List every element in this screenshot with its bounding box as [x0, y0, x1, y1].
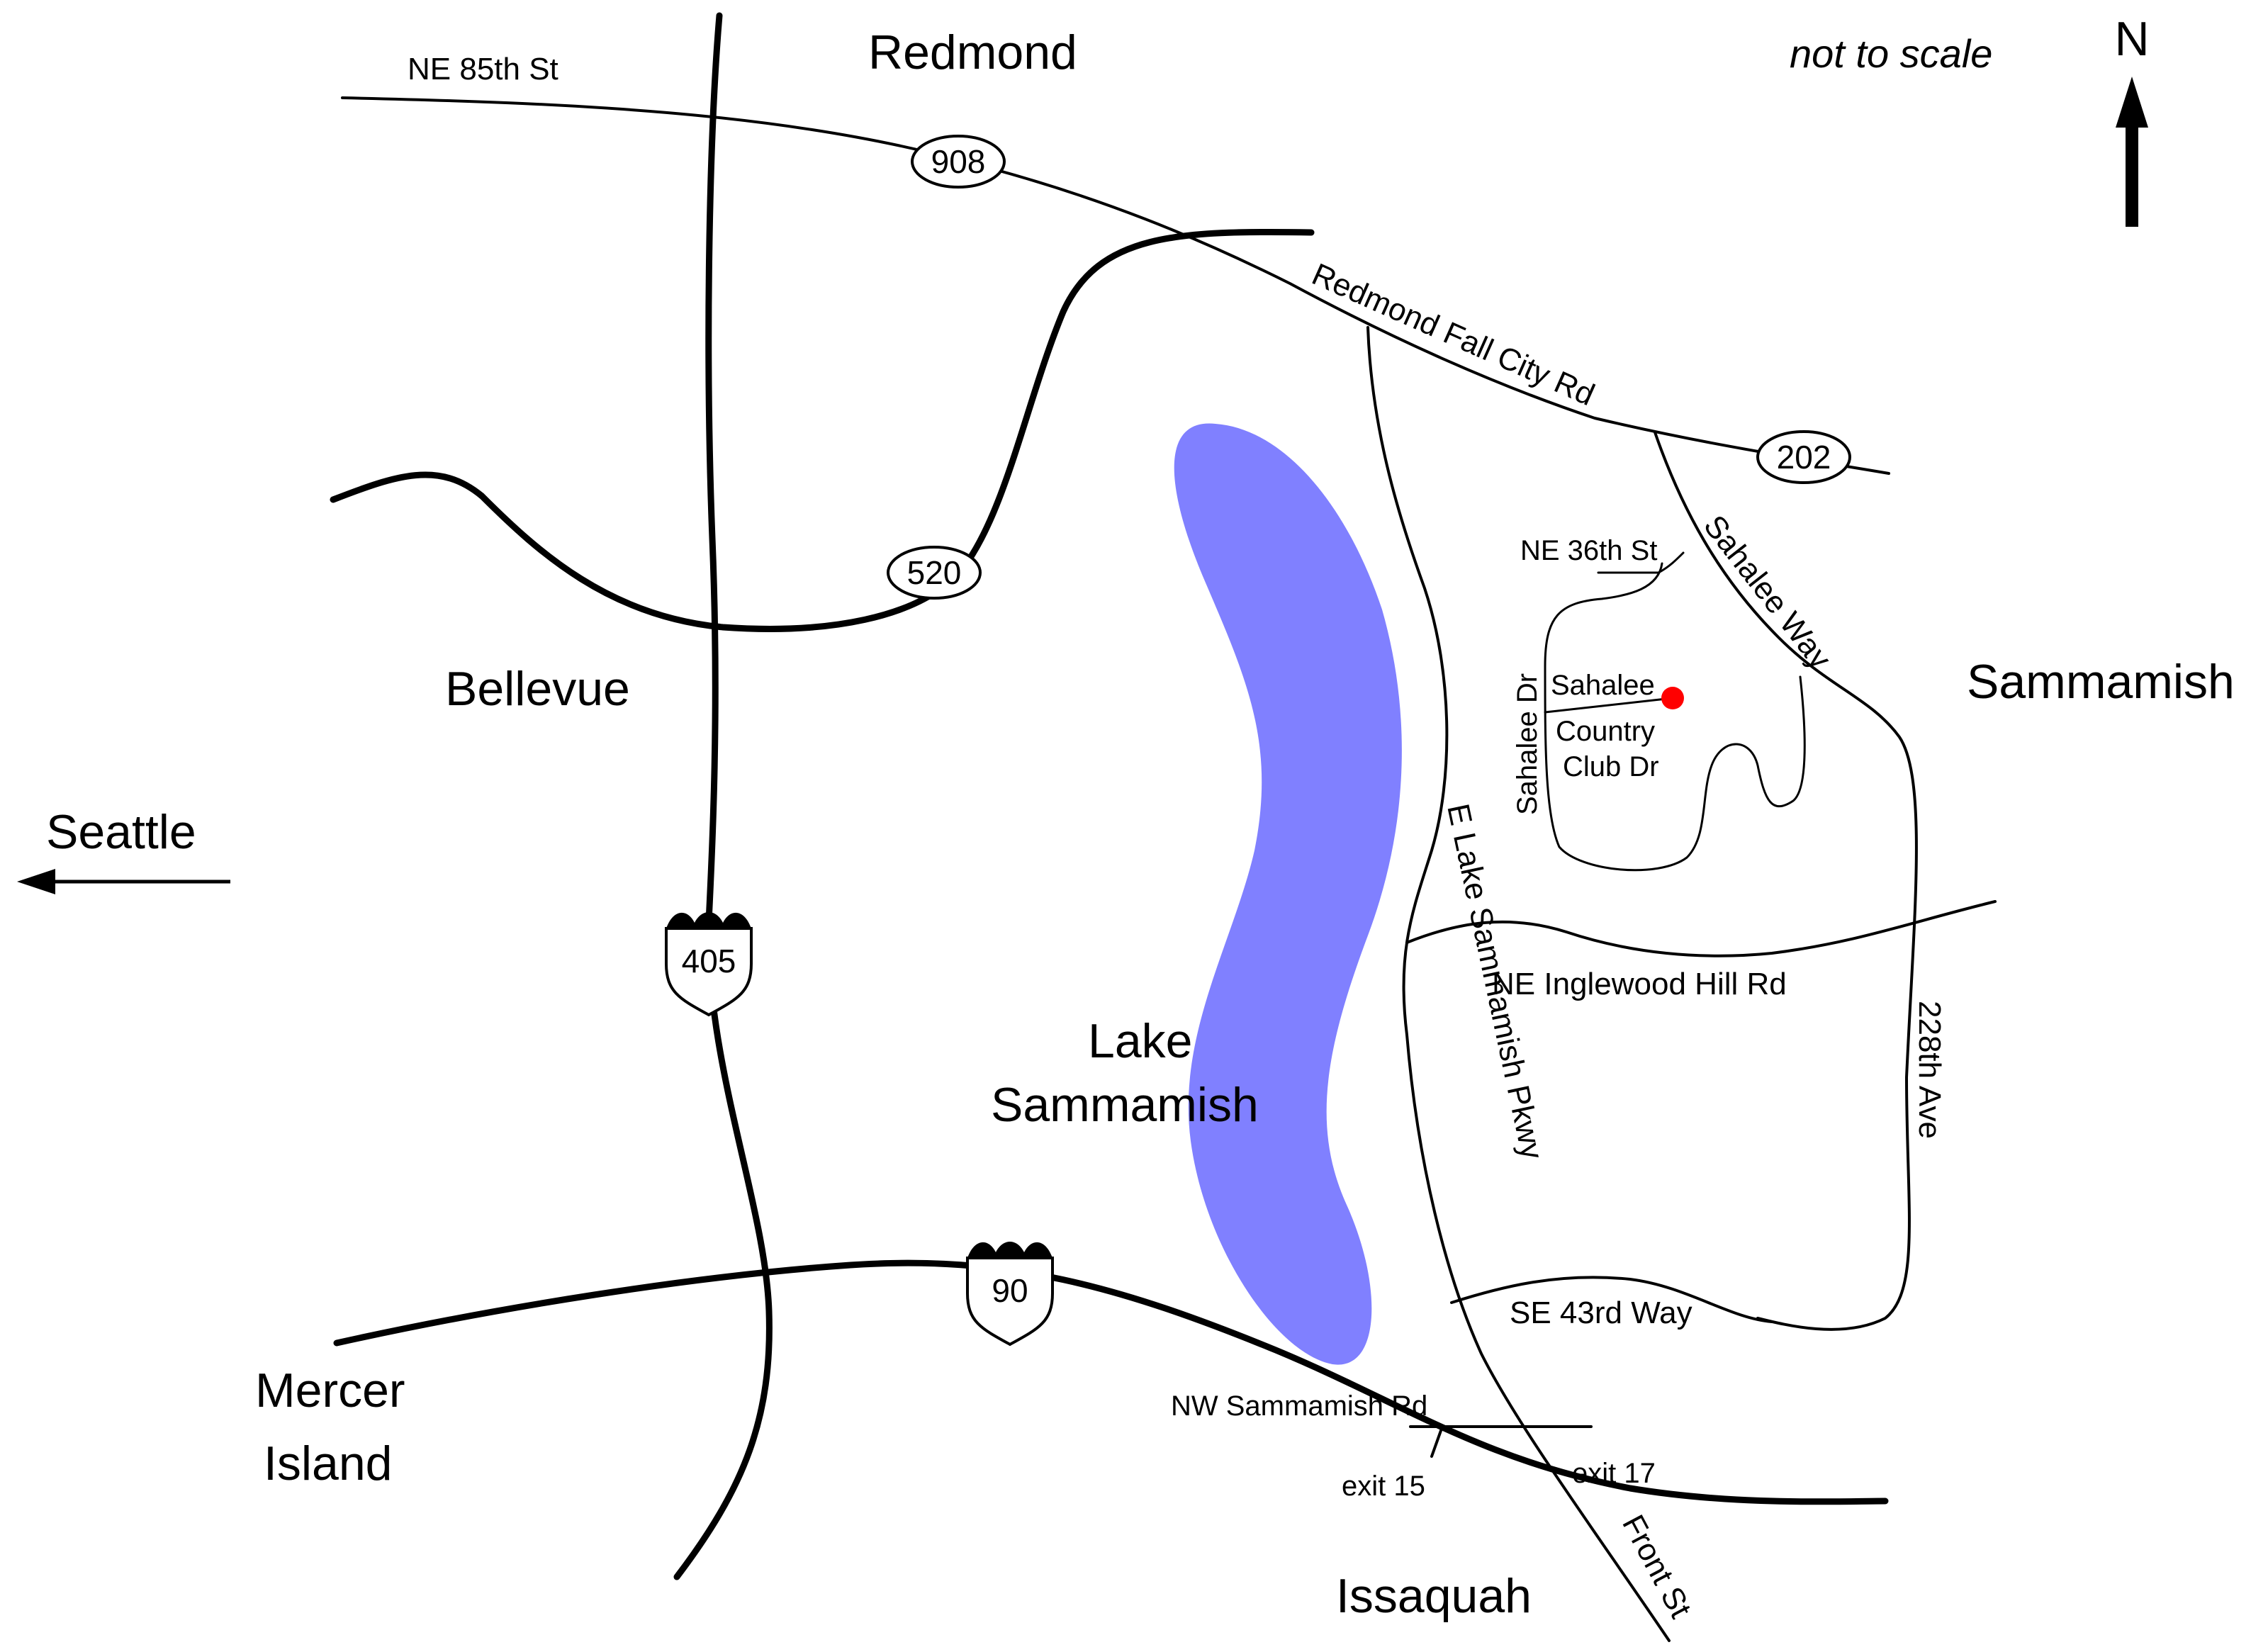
- north-arrow: N: [2114, 12, 2150, 227]
- i405-road: [673, 12, 773, 1580]
- ne-inglewood-hill-rd-road: [1405, 900, 1997, 957]
- front-st-label: Front St: [1615, 1510, 1698, 1624]
- lake-sammamish-water: [1174, 423, 1402, 1365]
- sr908-shield: 908: [911, 135, 1006, 189]
- sahalee-way-road: [1654, 431, 1918, 1331]
- country-club-dr-label-line1: Sahalee: [1551, 670, 1655, 701]
- i405-shield: 405: [665, 912, 753, 1017]
- sahalee-dr-loop: [1544, 562, 1806, 872]
- bellevue-label: Bellevue: [445, 662, 630, 716]
- nw-sammamish-rd-label: NW Sammamish Rd: [1171, 1390, 1427, 1422]
- country-club-dr-label-line3: Club Dr: [1563, 751, 1659, 782]
- i90-shield: 90: [966, 1242, 1054, 1347]
- seattle-direction-arrow: [17, 869, 230, 894]
- destination-marker: [1661, 687, 1684, 709]
- ne-inglewood-hill-rd-label: NE Inglewood Hill Rd: [1492, 967, 1787, 1001]
- svg-text:908: 908: [931, 143, 986, 180]
- sr520-shield: 520: [887, 546, 982, 600]
- svg-text:520: 520: [907, 554, 962, 591]
- 228th-ave-label: 228th Ave: [1912, 1001, 1947, 1139]
- seattle-label: Seattle: [46, 805, 196, 859]
- exit-17-label: exit 17: [1572, 1458, 1656, 1489]
- sammamish-label: Sammamish: [1967, 655, 2235, 709]
- se-43rd-way-label: SE 43rd Way: [1510, 1296, 1692, 1330]
- exit-15-ramp: [1430, 1425, 1444, 1458]
- svg-text:405: 405: [682, 943, 736, 979]
- sr520-road: [330, 228, 1315, 632]
- sahalee-country-club-dr-road: [1544, 697, 1674, 714]
- ne-85th-st-road: [341, 96, 1890, 475]
- se-43rd-way-road: [1450, 1276, 1773, 1323]
- exit-15-label: exit 15: [1342, 1471, 1425, 1502]
- mercer-island-label-line2: Island: [264, 1437, 392, 1490]
- ne-36th-st-label: NE 36th St: [1520, 535, 1657, 566]
- e-lake-sammamish-pkwy-road: [1366, 326, 1671, 1642]
- issaquah-label: Issaquah: [1336, 1569, 1532, 1623]
- redmond-fall-city-rd-label: Redmond Fall City Rd: [1307, 257, 1600, 412]
- sahalee-way-label: Sahalee Way: [1697, 509, 1838, 675]
- ne-85th-st-label: NE 85th St: [408, 52, 558, 86]
- redmond-label: Redmond: [868, 26, 1077, 79]
- mercer-island-label-line1: Mercer: [255, 1364, 405, 1417]
- lake-label-line1: Lake: [1088, 1014, 1192, 1068]
- scale-note: not to scale: [1790, 31, 1992, 76]
- sahalee-dr-label: Sahalee Dr: [1512, 673, 1543, 815]
- lake-label-line2: Sammamish: [991, 1078, 1259, 1132]
- i90-road: [333, 1259, 1889, 1505]
- country-club-dr-label-line2: Country: [1556, 716, 1655, 747]
- north-label: N: [2114, 12, 2149, 66]
- sr202-shield: 202: [1756, 430, 1851, 484]
- svg-text:202: 202: [1777, 439, 1831, 476]
- svg-text:90: 90: [992, 1272, 1028, 1309]
